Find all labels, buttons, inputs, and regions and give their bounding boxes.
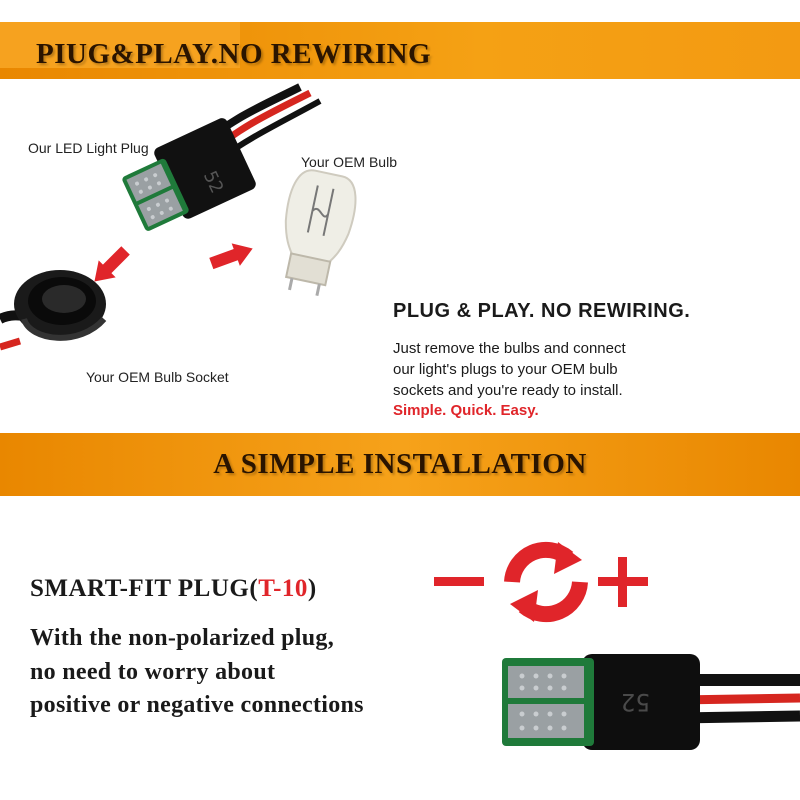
plug-play-body: Just remove the bulbs and connect our li… — [393, 338, 753, 401]
led-plug-image: 52 — [122, 118, 256, 231]
smart-fit-title-prefix: SMART-FIT PLUG( — [30, 575, 259, 602]
mid-banner — [0, 433, 800, 496]
plug-marking: 52 — [621, 688, 650, 716]
minus-icon — [434, 577, 484, 586]
oem-socket-image — [0, 270, 107, 351]
oem-socket-caption: Your OEM Bulb Socket — [86, 369, 229, 385]
smart-fit-desc-line: positive or negative connections — [30, 692, 364, 718]
smart-fit-title: SMART-FIT PLUG(T-10) — [30, 575, 317, 603]
led-plug-caption: Our LED Light Plug — [28, 140, 149, 156]
plug-illustration: 52 — [0, 83, 357, 351]
plus-icon — [598, 557, 648, 607]
arrow-to-socket-icon — [94, 246, 130, 282]
smart-fit-model: T-10 — [258, 575, 308, 602]
smart-fit-plug-image: 52 — [502, 654, 800, 750]
smart-fit-title-suffix: ) — [307, 575, 317, 602]
smart-fit-desc-line: With the non-polarized plug, — [30, 625, 335, 651]
plug-play-body-line: Just remove the bulbs and connect — [393, 340, 626, 357]
top-banner-title: PIUG&PLAY.NO REWIRING — [36, 38, 432, 70]
arrow-to-bulb-icon — [209, 243, 253, 270]
oem-bulb-caption: Your OEM Bulb — [301, 154, 397, 170]
smart-fit-desc-line: no need to worry about — [30, 659, 276, 685]
plug-play-tagline: Simple. Quick. Easy. — [393, 402, 539, 419]
plug-play-body-line: sockets and you're ready to install. — [393, 382, 623, 399]
plug-play-title: PLUG & PLAY. NO REWIRING. — [393, 300, 691, 322]
mid-banner-title: A SIMPLE INSTALLATION — [213, 448, 587, 480]
top-banner-tab — [0, 22, 240, 68]
plug-play-body-line: our light's plugs to your OEM bulb — [393, 361, 618, 378]
oem-bulb-image — [284, 169, 357, 297]
polarity-icons — [434, 541, 648, 623]
rotate-arrows-icon — [504, 541, 588, 623]
